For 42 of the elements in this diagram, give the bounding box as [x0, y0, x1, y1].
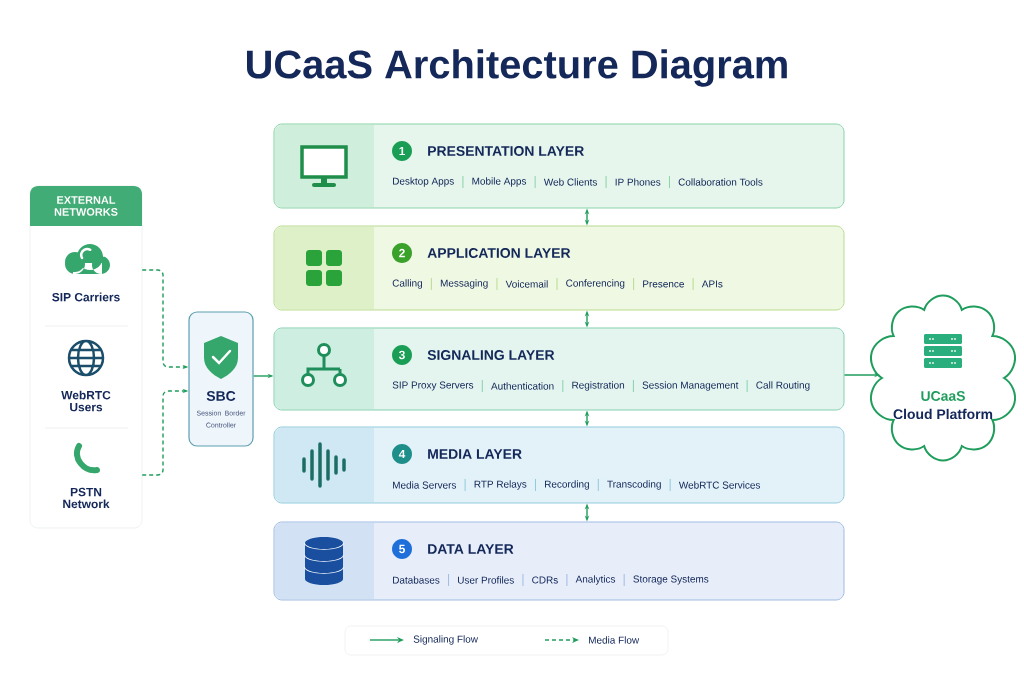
- number-badge: 1: [392, 141, 412, 161]
- number-badge: 5: [392, 539, 412, 559]
- number-badge: 3: [392, 345, 412, 365]
- node-label: SIP Carriers: [52, 292, 120, 302]
- layer-item: SIP Proxy Servers: [392, 381, 474, 391]
- layer-item: APIs: [701, 280, 723, 288]
- legend-label: Media Flow: [589, 636, 640, 644]
- layer-title: DATA LAYER: [428, 544, 514, 554]
- layer-item: Authentication: [491, 382, 554, 390]
- layer-title: MEDIA LAYER: [428, 449, 522, 459]
- layer-item: IP Phones: [615, 178, 661, 186]
- number-badge: 2: [392, 243, 412, 263]
- layer-item: RTP Relays: [474, 480, 527, 490]
- title: UCaaS Architecture Diagram: [247, 49, 787, 87]
- layer-title: APPLICATION LAYER: [427, 248, 571, 258]
- layer-item: Storage Systems: [633, 575, 709, 585]
- layer-item: CDRs: [532, 576, 558, 584]
- layer-item: Transcoding: [607, 480, 661, 490]
- node-label: WebRTC Users: [61, 390, 111, 412]
- layer-item: User Profiles: [458, 576, 514, 584]
- layer-item: Voicemail: [505, 280, 548, 288]
- legend-label: Signaling Flow: [413, 635, 478, 645]
- layer-item: Desktop Apps: [393, 177, 454, 187]
- layer-item: Mobile Apps: [472, 177, 527, 187]
- layer-item: Registration: [572, 381, 625, 391]
- layer-item: Session Management: [642, 381, 739, 391]
- number-badge: 4: [392, 444, 412, 464]
- layer-item: Databases: [393, 576, 440, 584]
- layer-item: Calling: [392, 279, 422, 289]
- layer-title: PRESENTATION LAYER: [428, 146, 584, 156]
- layer-item: Messaging: [440, 279, 488, 289]
- layer-item: Collaboration Tools: [678, 178, 763, 186]
- node-label: PSTN Network: [63, 487, 110, 509]
- layer-item: Analytics: [575, 575, 616, 585]
- layer-item: Media Servers: [393, 481, 457, 489]
- layer-item: Call Routing: [756, 381, 810, 391]
- layer-item: Presence: [643, 280, 684, 288]
- layer-title: SIGNALING LAYER: [427, 350, 555, 360]
- layer-item: Recording: [545, 480, 589, 490]
- layer-item: Web Clients: [543, 178, 597, 186]
- layer-item: WebRTC Services: [678, 481, 761, 489]
- layer-item: Conferencing: [566, 279, 625, 289]
